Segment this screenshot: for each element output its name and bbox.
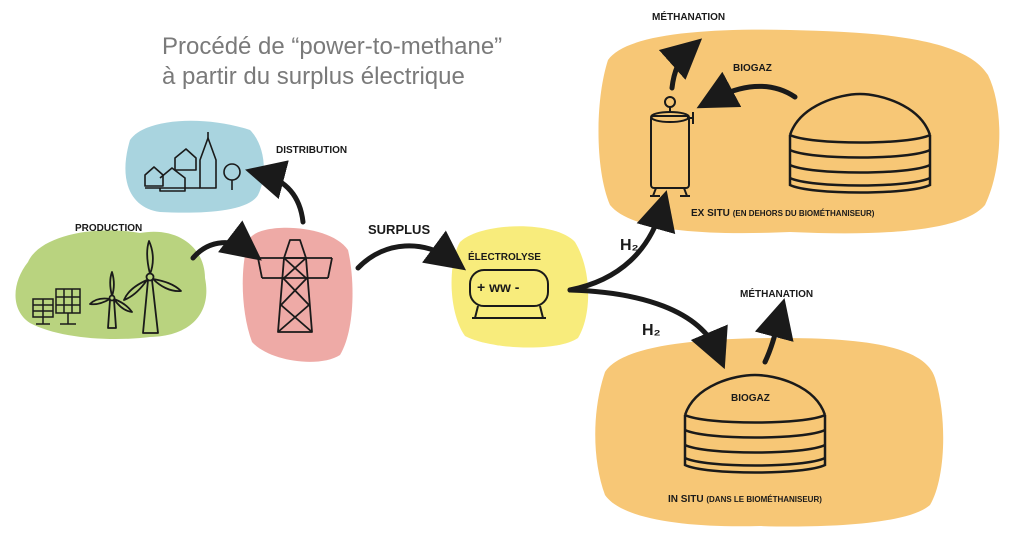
electrolyse-label: ÉLECTROLYSE	[468, 252, 541, 263]
production-to-grid-arrow	[190, 220, 262, 261]
village-icon	[144, 132, 241, 192]
electrolyser-symbol: + ww -	[477, 279, 520, 295]
in-situ-label: IN SITU	[668, 494, 704, 505]
biogaz-ex-situ-label: BIOGAZ	[733, 63, 772, 74]
methanation-ex-situ-label: MÉTHANATION	[652, 12, 726, 23]
h2-ex-situ-arrow	[567, 190, 676, 293]
in-situ-caption: IN SITU (DANS LE BIOMÉTHANISEUR)	[668, 494, 822, 505]
in-situ-blob	[595, 338, 944, 527]
electrolyse-blob	[451, 226, 589, 348]
ex-situ-caption: EX SITU (EN DEHORS DU BIOMÉTHANISEUR)	[691, 208, 874, 219]
production-label: PRODUCTION	[75, 223, 143, 234]
ex-situ-blob	[598, 29, 1000, 234]
wind-turbines-icon	[89, 240, 182, 334]
ex-situ-detail: (EN DEHORS DU BIOMÉTHANISEUR)	[732, 209, 875, 218]
biogas-tank-in-situ-icon	[683, 373, 827, 474]
methanation-bottom-arrow	[754, 298, 794, 365]
grid-blob	[242, 227, 353, 362]
in-situ-detail: (DANS LE BIOMÉTHANISEUR)	[706, 495, 822, 504]
distribution-blob	[125, 120, 264, 213]
diagram-title-line-2: à partir du surplus électrique	[162, 63, 465, 90]
diagram-title-line-1: Procédé de “power-to-methane”	[162, 33, 503, 60]
distribution-label: DISTRIBUTION	[276, 145, 348, 156]
surplus-arrow	[355, 230, 467, 271]
grid-to-distribution-arrow	[245, 160, 306, 225]
solar-panels-icon	[32, 288, 81, 325]
h2-in-situ-arrow	[567, 287, 728, 370]
electrolyser-icon	[469, 269, 549, 319]
methanation-in-situ-label: MÉTHANATION	[740, 289, 814, 300]
biogaz-in-situ-label: BIOGAZ	[731, 393, 770, 404]
h2-label-bottom: H₂	[642, 322, 661, 339]
surplus-label: SURPLUS	[368, 222, 431, 237]
ex-situ-label: EX SITU	[691, 208, 730, 219]
biogaz-to-reactor-arrow	[696, 71, 798, 109]
biogas-tank-ex-situ-icon	[788, 92, 932, 194]
h2-label-top: H₂	[620, 237, 639, 254]
methanation-top-arrow	[658, 38, 703, 91]
power-pylon-icon	[257, 239, 333, 333]
